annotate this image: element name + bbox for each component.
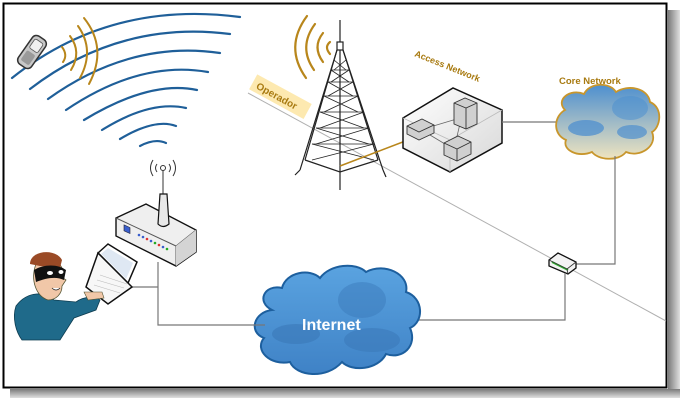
tower-signal-waves xyxy=(294,14,332,80)
wifi-signal-icon xyxy=(150,159,176,196)
cell-tower-icon xyxy=(294,20,387,190)
core-to-gateway-link xyxy=(575,156,616,265)
frame-shadow-right xyxy=(668,10,680,396)
phone-signal-waves xyxy=(61,17,99,85)
internet-cloud-icon: Internet xyxy=(253,264,421,376)
frame-shadow-bottom xyxy=(10,389,680,398)
gateway-router-icon xyxy=(548,252,577,275)
operator-boundary-line xyxy=(247,92,667,322)
gateway-to-internet-link xyxy=(414,273,566,321)
access-network-box-icon xyxy=(402,87,503,173)
internet-label: Internet xyxy=(302,317,361,334)
access-device-1 xyxy=(406,118,435,141)
wifi-router-icon xyxy=(115,193,197,267)
access-device-2 xyxy=(453,97,478,130)
wifi-to-internet-link xyxy=(157,262,265,326)
core-network-cloud-icon xyxy=(555,83,661,160)
router-status-leds xyxy=(137,233,169,251)
access-device-3 xyxy=(443,135,472,162)
core-network-label: Core Network xyxy=(559,76,621,87)
tower-to-access-link xyxy=(339,139,409,167)
phone-wireless-waves xyxy=(10,12,242,148)
masked-hacker-icon xyxy=(14,252,105,341)
laptop-icon xyxy=(85,243,138,305)
mobile-phone-icon xyxy=(16,34,48,70)
